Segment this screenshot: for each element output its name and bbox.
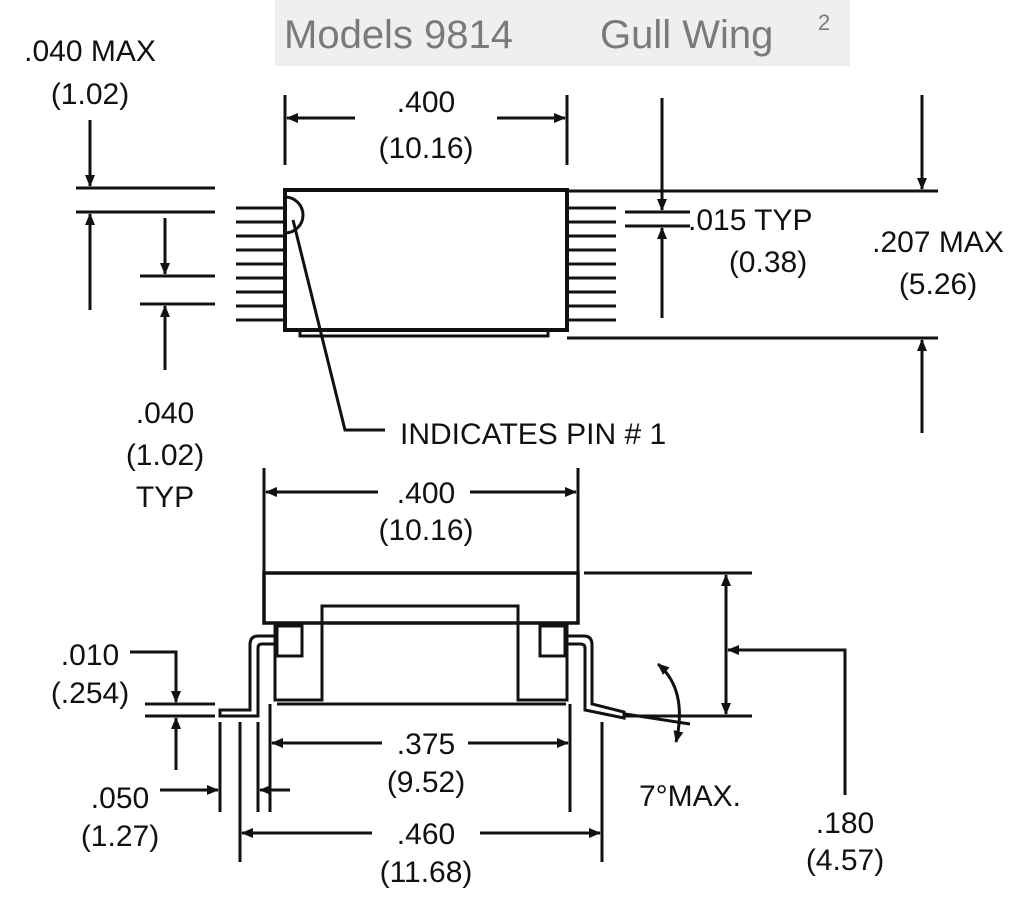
dim-lead-pitch-mm: (1.02) <box>126 439 204 472</box>
title-superscript: 2 <box>818 10 830 35</box>
package-body-top <box>283 188 569 332</box>
left-leads <box>236 206 285 322</box>
right-leads <box>567 206 616 322</box>
dim-lead-width-in: .015 TYP <box>688 204 813 237</box>
left-lead-pad <box>275 624 304 658</box>
dim-standoff <box>130 650 215 770</box>
dim-lead-angle-label: 7°MAX. <box>639 780 741 813</box>
dim-lead-thickness-in: .040 MAX <box>24 35 156 68</box>
dim-seated-height-in: .180 <box>816 807 874 840</box>
package-base-outline <box>273 604 569 702</box>
dim-overall-span-in: .460 <box>397 818 455 851</box>
dim-overall-span <box>238 722 604 862</box>
dim-body-length-top-in: .400 <box>397 86 455 119</box>
dim-seated-height <box>584 571 847 795</box>
dim-lead-thickness <box>76 120 215 310</box>
right-gull-wing-lead <box>565 634 626 720</box>
package-body-shadow <box>298 330 550 338</box>
dim-foot-length-in: .050 <box>91 782 149 815</box>
dim-seated-height-mm: (4.57) <box>806 844 884 877</box>
dim-lead-angle <box>624 662 691 743</box>
dim-overall-span-mm: (11.68) <box>380 856 473 889</box>
side-view: .400 (10.16) .010 (.254) .375 (9.52) .05… <box>51 468 884 889</box>
left-gull-wing-lead <box>218 634 277 718</box>
title-model: Models 9814 <box>284 13 513 57</box>
top-view: .400 (10.16) .040 MAX (1.02) .040 (1.02)… <box>24 35 1004 514</box>
dim-standoff-in: .010 <box>61 639 119 672</box>
dim-body-length-side-mm: (10.16) <box>378 514 473 547</box>
dim-lead-thickness-mm: (1.02) <box>51 78 129 111</box>
dim-body-length-side-in: .400 <box>397 477 455 510</box>
dim-foot-length <box>160 722 290 812</box>
pin1-leader-line <box>291 219 385 432</box>
dim-lead-width-mm: (0.38) <box>729 246 807 279</box>
dim-lead-pitch-in: .040 <box>136 397 194 430</box>
dim-inner-span-in: .375 <box>397 728 455 761</box>
title-block: Models 9814 Gull Wing 2 <box>275 0 850 66</box>
dim-body-length-side <box>262 468 580 573</box>
title-background <box>275 0 850 66</box>
pin1-note: INDICATES PIN # 1 <box>400 418 666 451</box>
dim-overall-height-mm: (5.26) <box>899 268 977 301</box>
dim-overall-height <box>567 95 938 433</box>
package-lid <box>262 571 580 625</box>
right-lead-pad <box>538 624 567 658</box>
dim-body-length-top-mm: (10.16) <box>378 132 473 165</box>
dim-body-length-top <box>283 95 569 165</box>
dim-overall-height-in: .207 MAX <box>872 226 1004 259</box>
dim-lead-width <box>625 98 690 318</box>
title-style: Gull Wing <box>600 13 773 57</box>
dim-lead-pitch <box>140 218 215 370</box>
dim-lead-pitch-suffix: TYP <box>136 481 194 514</box>
dim-standoff-mm: (.254) <box>51 677 129 710</box>
pin1-notch <box>284 195 305 235</box>
dim-foot-length-mm: (1.27) <box>81 820 159 853</box>
dim-inner-span-mm: (9.52) <box>387 766 465 799</box>
